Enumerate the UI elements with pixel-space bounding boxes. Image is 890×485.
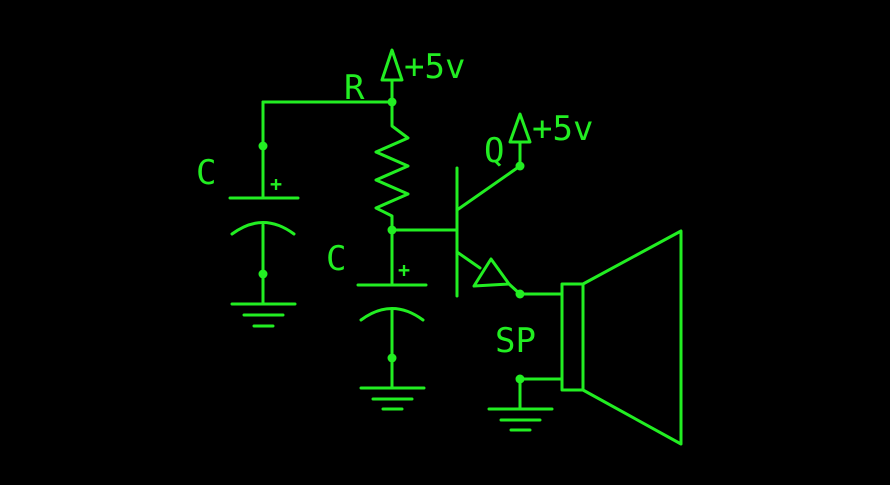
ground-symbol-left	[230, 302, 297, 328]
left-capacitor-polarity: +	[270, 172, 282, 196]
mid-capacitor-label: C	[326, 239, 346, 279]
junction-dot-speaker	[515, 374, 525, 384]
junction-dot-top	[387, 97, 397, 107]
speaker-label: SP	[495, 321, 536, 361]
mid-capacitor-polarity: +	[398, 258, 410, 282]
resistor-symbol	[374, 100, 410, 232]
transistor-symbol	[455, 140, 522, 298]
left-capacitor-label: C	[196, 153, 216, 193]
supply-label-top: +5v	[404, 47, 465, 87]
speaker-wire-bottom	[518, 377, 564, 411]
ground-symbol-mid	[359, 386, 426, 411]
junction-dot-base	[387, 225, 397, 235]
left-capacitor	[228, 196, 300, 236]
supply-arrow-transistor	[508, 112, 532, 144]
resistor-label: R	[344, 68, 365, 108]
junction-dot-collector	[515, 161, 525, 171]
junction-dot-mid-lower	[387, 353, 397, 363]
ground-symbol-speaker	[487, 407, 554, 432]
junction-dot-left-upper	[258, 141, 268, 151]
supply-arrow-top	[380, 48, 404, 104]
supply-label-transistor: +5v	[532, 109, 593, 149]
speaker-symbol	[560, 229, 683, 446]
junction-dot-left-lower	[258, 269, 268, 279]
transistor-label: Q	[484, 131, 504, 171]
junction-dot-emitter	[515, 289, 525, 299]
